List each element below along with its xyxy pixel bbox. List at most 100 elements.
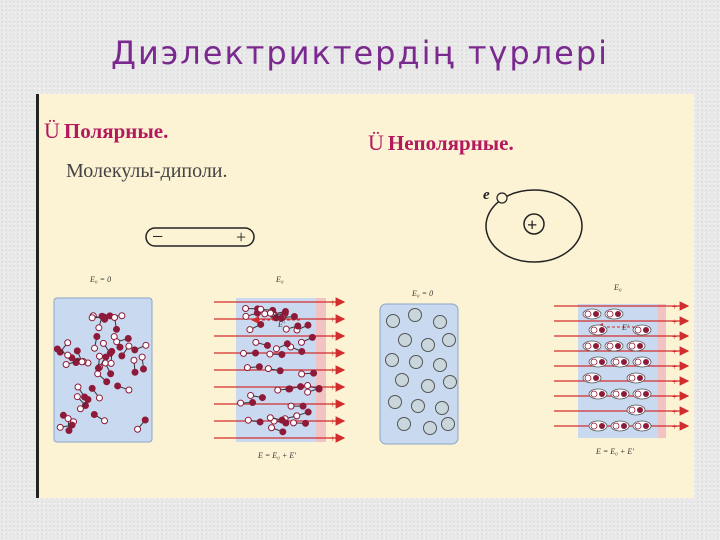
neutral-atom [441,417,455,431]
neutral-atom [386,314,400,328]
surface-charge-minus: − [226,314,232,325]
polar-subheading: Молекулы-диполи. [66,160,228,182]
nonpolar-no-field-box: E₀ = 0 [379,289,459,445]
dipole-molecule [290,419,310,427]
induced-dipole [626,404,646,416]
dipole-molecule [243,363,263,372]
polar-heading-text: Полярные. [63,119,169,143]
dipole-molecule [113,335,132,346]
neutral-atom [409,355,423,369]
induced-dipoles [582,308,652,432]
field-lines: −+−+−+−+−+−+−+−+−+ [554,301,690,432]
dipole-molecule [240,349,260,357]
neutral-atom [443,375,457,389]
induced-dipole [588,324,608,336]
surface-charge-minus: − [226,399,232,410]
dipole-molecule [53,345,72,359]
dipole-molecule [111,313,121,333]
surface-charge-minus: − [226,382,232,393]
surface-charge-minus: − [226,297,232,308]
neutral-atom [442,333,456,347]
induced-dipole [632,356,652,368]
dipole-molecule [56,421,76,431]
polar-field-box: E₀ −+−+−+−+−+−+−+−+−+ E' E = E₀ + E' [214,275,346,460]
neutral-atom [421,379,435,393]
dipole-molecule [95,312,106,332]
dipole-minus-sign: − [152,226,163,248]
surface-charge-minus: − [566,406,571,416]
panel-top-dots [40,98,690,100]
chevron-bullet-icon: Ü [44,118,60,143]
surface-charge-plus: + [330,315,336,326]
surface-charge-minus: − [566,301,571,311]
dipole-molecule [62,357,82,369]
induced-dipole [610,388,630,400]
surface-charge-minus: − [226,348,232,359]
dipole-molecule [74,383,89,401]
neutral-atom [385,353,399,367]
slide-title: Диэлектриктердің түрлері [110,34,610,72]
dipole-molecule [88,384,103,402]
dipole-molecule [266,309,285,322]
field-zero-label: E₀ = 0 [411,289,433,298]
induced-dipole [604,340,624,352]
surface-charge-plus: + [330,332,336,343]
induced-dipole [632,388,652,400]
dipole-molecule [130,356,139,376]
dipole-molecule [94,352,103,372]
dipole-molecule [293,408,312,420]
dipole-molecule [246,320,265,334]
dipole-molecule [298,369,318,378]
nonpolar-atoms [385,308,457,435]
surface-charge-plus: + [672,362,677,372]
polar-no-field-box: E₀ = 0 [53,275,153,443]
induced-dipole [632,324,652,336]
induced-dipole [610,420,630,432]
polar-molecules-random [53,312,150,435]
field-zero-label: E₀ = 0 [89,275,111,284]
dipole-molecule [264,365,284,375]
neutral-atom [397,417,411,431]
dipole-molecule [244,416,264,426]
neutral-atom [423,421,437,435]
field-label: E₀ [275,275,284,284]
electron [496,192,508,204]
neutral-atom [421,338,435,352]
dipole-molecule [131,341,150,354]
neutral-atom [433,358,447,372]
sum-field-label: E = E₀ + E' [595,447,634,456]
surface-charge-minus: − [566,361,571,371]
induced-dipole [588,388,608,400]
dipole-molecule [287,402,307,410]
dipole-molecule [94,370,111,386]
dipole-molecule [118,342,133,360]
induced-dipole [582,340,602,352]
neutral-atom [398,333,412,347]
dipole-molecule [282,322,302,333]
surface-charge-minus: − [566,331,571,341]
neutral-atom [411,399,425,413]
dipole-molecule [64,415,73,435]
induced-dipole [604,308,624,320]
nonpolar-field-box: E₀ −+−+−+−+−+−+−+−+−+ E' E = E₀ + E' [554,283,690,456]
dipole-molecule [247,391,266,402]
sum-field-label: E = E₀ + E' [257,451,296,460]
inner-field-label: E' [621,323,629,332]
dipole-molecule [107,347,116,367]
surface-charge-minus: − [226,331,232,342]
induced-dipole [626,372,646,384]
field-label: E₀ [613,283,622,292]
surface-charge-plus: + [672,377,677,387]
induced-dipole [632,420,652,432]
chevron-bullet-icon: Ü [368,130,384,155]
dipole-molecule [304,384,323,396]
surface-charge-minus: − [566,391,571,401]
nonpolar-heading-text: Неполярные. [387,131,514,155]
neutral-atom [433,315,447,329]
dipole-plus-sign: + [236,227,246,247]
nucleus-plus-sign: + [527,215,537,235]
dipole-molecule [237,399,257,407]
induced-dipole [582,372,602,384]
